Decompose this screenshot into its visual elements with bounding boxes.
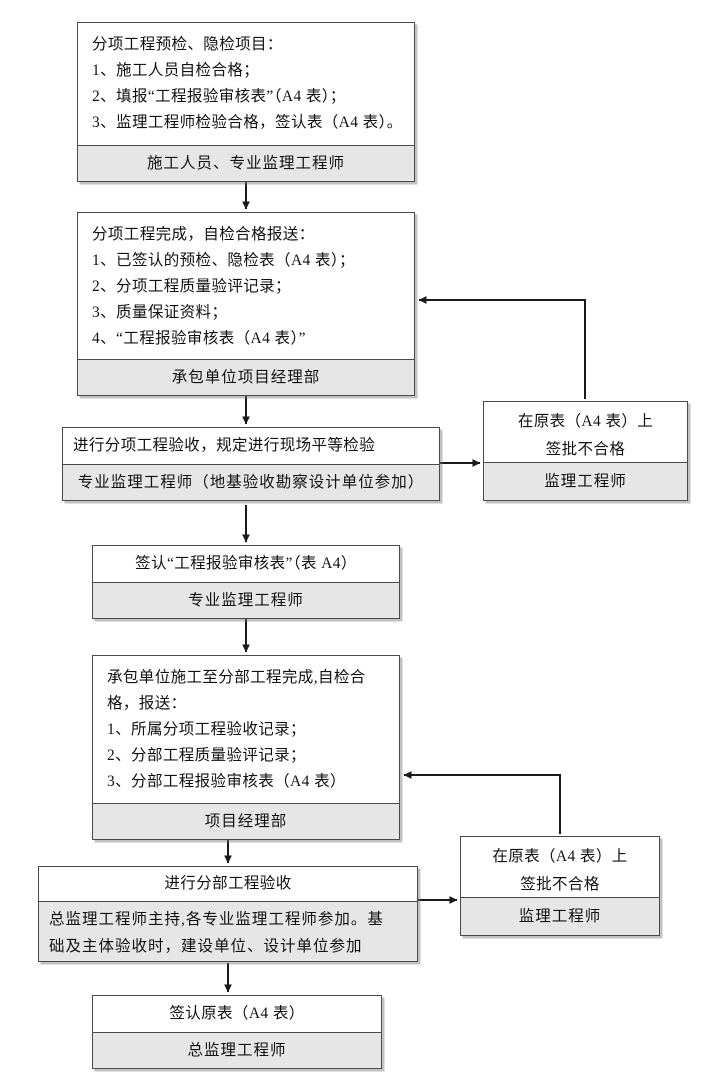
node-footer: 总监理工程师主持,各专业监理工程师参加。基 础及主体验收时，建设单位、设计单位参…	[39, 901, 417, 961]
node-footer-label: 总监理工程师主持,各专业监理工程师参加。基	[49, 911, 384, 928]
node-text-line: 签批不合格	[545, 441, 626, 458]
node-footer-label: 承包单位项目经理部	[171, 368, 321, 386]
node-footer-label: 础及主体验收时，建设单位、设计单位参加	[49, 938, 363, 955]
node-text-line: 3、质量保证资料；	[92, 304, 228, 321]
node-text-line: 3、分部工程报验审核表（A4 表）	[107, 773, 346, 790]
node-footer-label: 监理工程师	[518, 907, 602, 925]
node-sign-original-form[interactable]: 签认原表（A4 表） 总监理工程师	[92, 995, 382, 1069]
node-text-line: 在原表（A4 表）上	[517, 413, 654, 430]
node-reject-division[interactable]: 在原表（A4 表）上 签批不合格 监理工程师	[460, 836, 660, 936]
node-body: 在原表（A4 表）上 签批不合格	[484, 402, 687, 462]
node-text-line: 进行分部工程验收	[164, 875, 292, 892]
node-text-line: 3、监理工程师检验合格，签认表（A4 表）。	[92, 114, 403, 131]
node-division-acceptance[interactable]: 进行分部工程验收 总监理工程师主持,各专业监理工程师参加。基 础及主体验收时，建…	[38, 866, 418, 962]
node-text-line: 2、分项工程质量验评记录；	[92, 278, 291, 295]
node-text-line: 签认“工程报验审核表”（表 A4）	[135, 555, 357, 572]
node-text-line: 进行分项工程验收，规定进行现场平等检验	[73, 437, 376, 454]
node-footer-label: 总监理工程师	[187, 1041, 287, 1059]
node-reject-subitem[interactable]: 在原表（A4 表）上 签批不合格 监理工程师	[483, 401, 688, 501]
node-text-line: 在原表（A4 表）上	[492, 848, 628, 865]
node-text-line: 1、已签认的预检、隐检表（A4 表）；	[92, 252, 355, 269]
node-body: 承包单位施工至分部工程完成,自检合 格，报送： 1、所属分项工程验收记录； 2、…	[93, 656, 399, 803]
node-body: 签认“工程报验审核表”（表 A4）	[93, 546, 399, 582]
node-text-line: 签认原表（A4 表）	[169, 1005, 305, 1022]
node-footer: 项目经理部	[93, 803, 399, 839]
node-footer: 专业监理工程师	[93, 582, 399, 618]
node-text-line: 承包单位施工至分部工程完成,自检合	[107, 669, 366, 686]
node-body: 进行分部工程验收	[39, 867, 417, 901]
node-subitem-pre-concealed-inspection[interactable]: 分项工程预检、隐检项目： 1、施工人员自检合格； 2、填报“工程报验审核表”（A…	[77, 22, 415, 182]
node-body: 分项工程预检、隐检项目： 1、施工人员自检合格； 2、填报“工程报验审核表”（A…	[78, 23, 414, 145]
node-footer: 承包单位项目经理部	[78, 359, 414, 395]
node-text-line: 2、填报“工程报验审核表”（A4 表）；	[92, 88, 346, 105]
node-text-line: 1、所属分项工程验收记录；	[107, 721, 306, 738]
node-footer-label: 项目经理部	[204, 812, 288, 830]
node-text-line: 分项工程完成，自检合格报送：	[92, 226, 315, 243]
node-footer-label: 监理工程师	[544, 472, 627, 490]
node-footer: 监理工程师	[461, 897, 659, 935]
node-text-line: 2、分部工程质量验评记录；	[107, 747, 306, 764]
node-footer: 总监理工程师	[93, 1032, 381, 1068]
node-footer-label: 专业监理工程师	[188, 591, 304, 609]
node-division-complete-self-check-submit[interactable]: 承包单位施工至分部工程完成,自检合 格，报送： 1、所属分项工程验收记录； 2、…	[92, 655, 400, 840]
node-sign-engineering-report-review-form[interactable]: 签认“工程报验审核表”（表 A4） 专业监理工程师	[92, 545, 400, 619]
node-footer-label: 专业监理工程师（地基验收勘察设计单位参加）	[77, 473, 425, 491]
node-text-line: 签批不合格	[520, 876, 600, 893]
node-text-line: 分项工程预检、隐检项目：	[92, 36, 283, 53]
node-subitem-acceptance-site-inspection[interactable]: 进行分项工程验收，规定进行现场平等检验 专业监理工程师（地基验收勘察设计单位参加…	[62, 427, 440, 501]
node-body: 在原表（A4 表）上 签批不合格	[461, 837, 659, 897]
node-footer: 施工人员、专业监理工程师	[78, 145, 414, 181]
node-subitem-complete-self-check-submit[interactable]: 分项工程完成，自检合格报送： 1、已签认的预检、隐检表（A4 表）； 2、分项工…	[77, 212, 415, 396]
connector-r1-to-n2	[418, 296, 586, 399]
node-body: 签认原表（A4 表）	[93, 996, 381, 1032]
node-text-line: 格，报送：	[107, 695, 187, 712]
node-text-line: 1、施工人员自检合格；	[92, 62, 260, 79]
node-body: 分项工程完成，自检合格报送： 1、已签认的预检、隐检表（A4 表）； 2、分项工…	[78, 213, 414, 359]
node-text-line: 4、“工程报验审核表（A4 表）”	[92, 330, 306, 347]
node-footer: 监理工程师	[484, 462, 687, 500]
node-footer: 专业监理工程师（地基验收勘察设计单位参加）	[63, 464, 439, 500]
connector-r2-to-n5	[403, 771, 561, 834]
node-body: 进行分项工程验收，规定进行现场平等检验	[63, 428, 439, 464]
node-footer-label: 施工人员、专业监理工程师	[146, 154, 345, 172]
